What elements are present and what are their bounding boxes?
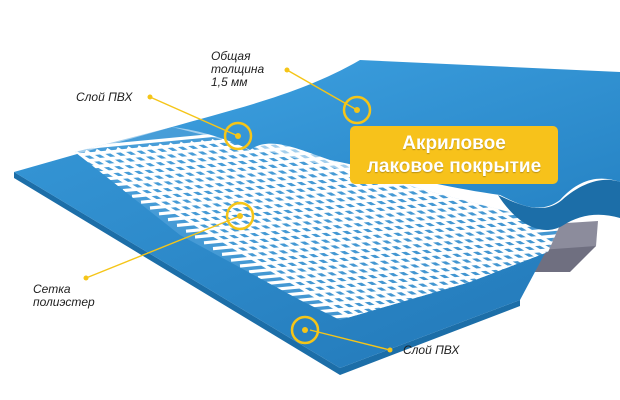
pvc-layer-top-label: Слой ПВХ xyxy=(76,90,133,104)
pvc-layer-bottom-label: Слой ПВХ xyxy=(403,343,460,357)
total-thickness-line-3: 1,5 мм xyxy=(211,75,248,89)
pvc-top-curl xyxy=(498,179,620,231)
mesh-thread xyxy=(275,247,560,291)
mesh-thread xyxy=(230,218,560,262)
mesh-thread xyxy=(257,236,560,280)
badge-line-1: Акриловое xyxy=(402,133,506,154)
badge-line-2: лаковое покрытие xyxy=(366,156,542,177)
callout-lines xyxy=(85,69,391,351)
total-thickness-label: Общая толщина 1,5 мм xyxy=(211,50,264,89)
mesh-thread xyxy=(248,230,560,274)
callout-dots xyxy=(83,67,393,353)
mesh-thread xyxy=(239,224,560,268)
total-thickness-line-2: толщина xyxy=(211,62,265,76)
mesh-thread xyxy=(266,241,560,285)
acrylic-coating-badge: Акриловое лаковое покрытие xyxy=(350,126,558,184)
callout-ring-centers xyxy=(235,107,360,333)
mesh-label-line-1: Сетка xyxy=(33,282,71,296)
underside-shadow xyxy=(532,246,596,272)
mesh-thread xyxy=(212,207,560,251)
total-thickness-line-1: Общая xyxy=(211,49,251,63)
callout-rings xyxy=(223,95,372,345)
mesh-thread xyxy=(221,212,560,256)
mesh-label: Сетка полиэстер xyxy=(33,283,95,309)
mesh-label-line-2: полиэстер xyxy=(33,295,95,309)
